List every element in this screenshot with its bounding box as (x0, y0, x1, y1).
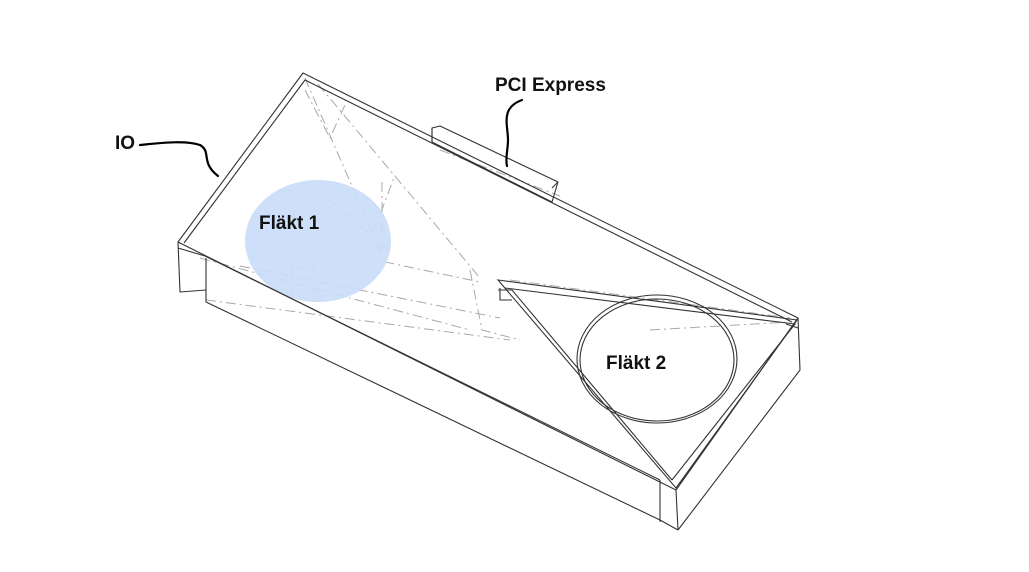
pci-express-leader (505, 98, 524, 168)
annotation-leaders (138, 98, 524, 178)
card-body (177, 72, 801, 531)
fan2-shroud (496, 279, 798, 489)
pci-express-connector (431, 125, 559, 203)
io-label: IO (115, 133, 135, 154)
fan2-circle (576, 294, 738, 424)
pci-express-label: PCI Express (495, 75, 606, 96)
io-leader (138, 141, 220, 178)
fan2-label: Fläkt 2 (606, 353, 666, 374)
front-face-outline (177, 241, 207, 293)
fan1-area (245, 180, 391, 302)
fan1-label: Fläkt 1 (259, 213, 320, 234)
right-face-outline (677, 317, 801, 531)
